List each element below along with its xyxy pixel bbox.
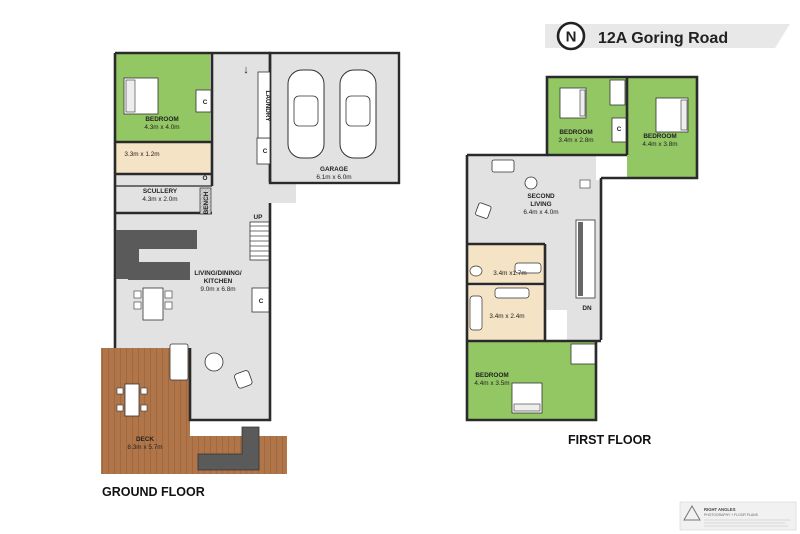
plant-icon [579, 179, 591, 189]
north-letter: N [566, 29, 577, 46]
sofa-icon [491, 159, 515, 173]
first-stairs [575, 219, 596, 299]
first-bedroom-a-dims: 3.4m x 2.8m [558, 137, 593, 144]
bed-icon [655, 97, 689, 133]
garage-label: GARAGE [320, 166, 349, 173]
living-label-line1: LIVING/DINING/ [194, 270, 241, 277]
bathtub-icon [469, 295, 483, 331]
ground-floor-title: GROUND FLOOR [102, 485, 205, 499]
car-icon [339, 69, 377, 159]
closet-label: C [259, 298, 264, 305]
first-bath-b-dims: 3.4m x 2.4m [489, 313, 524, 320]
entry-arrow-icon: ↓ [243, 64, 249, 76]
bed-icon [559, 87, 587, 119]
living-dims: 9.0m x 6.8m [200, 286, 235, 293]
second-living-label-line2: LIVING [530, 201, 551, 208]
first-floor-title: FIRST FLOOR [568, 433, 651, 447]
sofa-icon [169, 343, 189, 381]
outdoor-sofa-icon [197, 426, 260, 471]
vanity-icon [514, 262, 542, 274]
living-label-line2: KITCHEN [204, 278, 233, 285]
logo-icon [683, 504, 701, 521]
address-title: 12A Goring Road [598, 30, 728, 47]
logo-title: RIGHT ANGLES [704, 507, 736, 512]
laundry-label: LAUNDRY [264, 90, 271, 122]
first-bedroom-b-label: BEDROOM [643, 133, 676, 140]
garage-dims: 6.1m x 6.0m [316, 174, 351, 181]
oven-label: O [203, 175, 208, 182]
toilet-icon [469, 265, 483, 277]
bed-icon [123, 77, 159, 115]
first-bath-a-dims: 3.4m x1.7m [493, 270, 526, 277]
first-bedroom-c-label: BEDROOM [475, 372, 508, 379]
ground-stairs [249, 221, 270, 261]
first-floor-plan: BEDROOM 3.4m x 2.8m BEDROOM 4.4m x 3.8m … [465, 75, 699, 447]
bench-label: BENCH [203, 191, 210, 214]
deck-label: DECK [136, 436, 154, 443]
scullery-dims: 4.3m x 2.0m [142, 196, 177, 203]
coffee-table-icon [204, 352, 224, 372]
ground-bedroom-dims: 4.3m x 4.0m [144, 124, 179, 131]
closet-label: C [617, 126, 622, 133]
deck-dims: 8.3m x 5.7m [127, 444, 162, 451]
first-bedroom-b-dims: 4.4m x 3.8m [642, 141, 677, 148]
second-living-dims: 6.4m x 4.0m [523, 209, 558, 216]
company-logo: RIGHT ANGLES PHOTOGRAPHY + FLOOR PLANS [679, 501, 797, 531]
scullery-label: SCULLERY [143, 188, 178, 195]
closet-label: C [263, 148, 268, 155]
stairs-down-label: DN [582, 305, 592, 312]
armchair-icon [475, 202, 492, 219]
armchair-icon [234, 370, 253, 389]
vanity-icon [494, 287, 530, 299]
dining-table-icon [133, 287, 173, 321]
deck-area [101, 348, 287, 474]
ground-bedroom-label: BEDROOM [145, 116, 178, 123]
second-living-label-line1: SECOND [527, 193, 555, 200]
closet-label: C [203, 99, 208, 106]
stairs-up-label: UP [254, 214, 264, 221]
north-compass-icon [556, 21, 586, 51]
bed-icon [511, 382, 543, 414]
ground-bathroom [116, 143, 210, 173]
first-bedroom-a-label: BEDROOM [559, 129, 592, 136]
car-icon [287, 69, 325, 159]
kitchen-island [128, 262, 190, 280]
ground-floor-plan: ↓ BEDROOM 4.3m x 4.0m 3.3m x 1.2m C O SC… [101, 51, 401, 499]
first-bedroom-c-dims: 4.4m x 3.5m [474, 380, 509, 387]
deck-table-icon [116, 383, 148, 417]
logo-subtitle: PHOTOGRAPHY + FLOOR PLANS [704, 513, 759, 517]
side-table-icon [524, 176, 538, 190]
ground-bath-dims: 3.3m x 1.2m [124, 151, 159, 158]
address-header: N 12A Goring Road [545, 21, 790, 51]
